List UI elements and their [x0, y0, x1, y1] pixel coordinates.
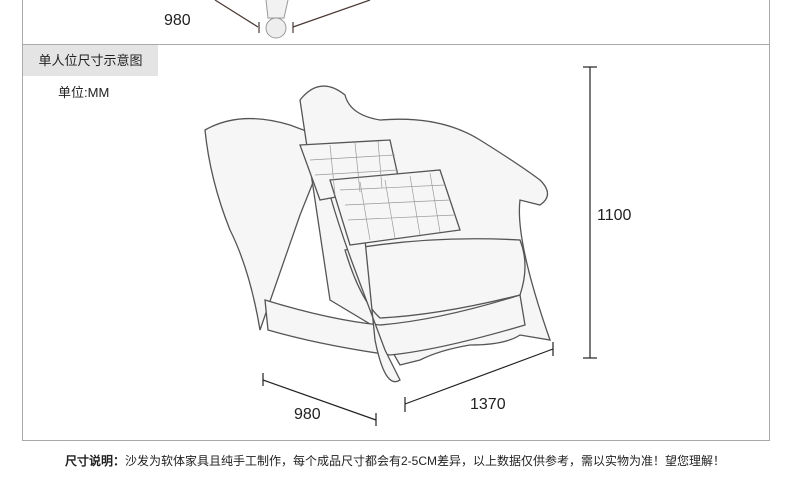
- top-frame: [22, 0, 770, 45]
- depth-label: 980: [294, 406, 321, 423]
- unit-label: 单位:MM: [58, 85, 110, 100]
- size-note: 尺寸说明：沙发为软体家具且纯手工制作，每个成品尺寸都会有2-5CM差异，以上数据…: [0, 452, 790, 469]
- top-dimension-lines: [214, 0, 371, 33]
- dimension-panel: [22, 44, 770, 441]
- note-label: 尺寸说明：: [64, 454, 125, 468]
- sofa-foot: [265, 17, 287, 39]
- height-label: 1100: [597, 207, 632, 224]
- panel-title: 单人位尺寸示意图: [23, 45, 158, 76]
- top-depth-label: 980: [164, 12, 191, 29]
- sofa-sketch: [204, 85, 551, 383]
- dimension-lines: [262, 66, 597, 426]
- width-label: 1370: [470, 396, 506, 413]
- note-text: 沙发为软体家具且纯手工制作，每个成品尺寸都会有2-5CM差异，以上数据仅供参考，…: [125, 454, 726, 468]
